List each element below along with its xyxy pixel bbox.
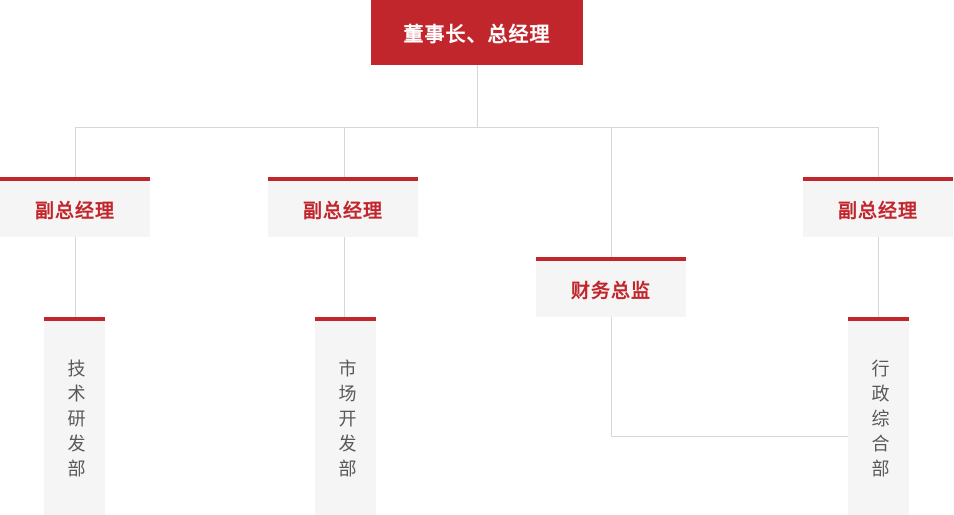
connector-vp1-to-dept bbox=[75, 237, 76, 317]
connector-vp3-to-dept bbox=[878, 237, 879, 317]
node-dept-market-dev: 市场开发部 bbox=[315, 317, 376, 515]
node-vice-general-manager-2: 副总经理 bbox=[268, 177, 418, 237]
connector-finance-horizontal bbox=[611, 436, 848, 437]
connector-drop-finance bbox=[611, 127, 612, 257]
node-dept-tech-rd: 技术研发部 bbox=[44, 317, 105, 515]
connector-vp2-to-dept bbox=[344, 237, 345, 317]
node-dept-admin-general: 行政综合部 bbox=[848, 317, 909, 515]
node-vice-general-manager-3: 副总经理 bbox=[803, 177, 953, 237]
node-vice-general-manager-1: 副总经理 bbox=[0, 177, 150, 237]
connector-drop-vp3 bbox=[878, 127, 879, 177]
connector-root-down bbox=[477, 65, 478, 127]
connector-main-horizontal bbox=[75, 127, 879, 128]
connector-drop-vp1 bbox=[75, 127, 76, 177]
node-finance-director: 财务总监 bbox=[536, 257, 686, 317]
connector-drop-vp2 bbox=[344, 127, 345, 177]
node-chairman-general-manager: 董事长、总经理 bbox=[371, 0, 583, 65]
connector-finance-down bbox=[611, 317, 612, 436]
